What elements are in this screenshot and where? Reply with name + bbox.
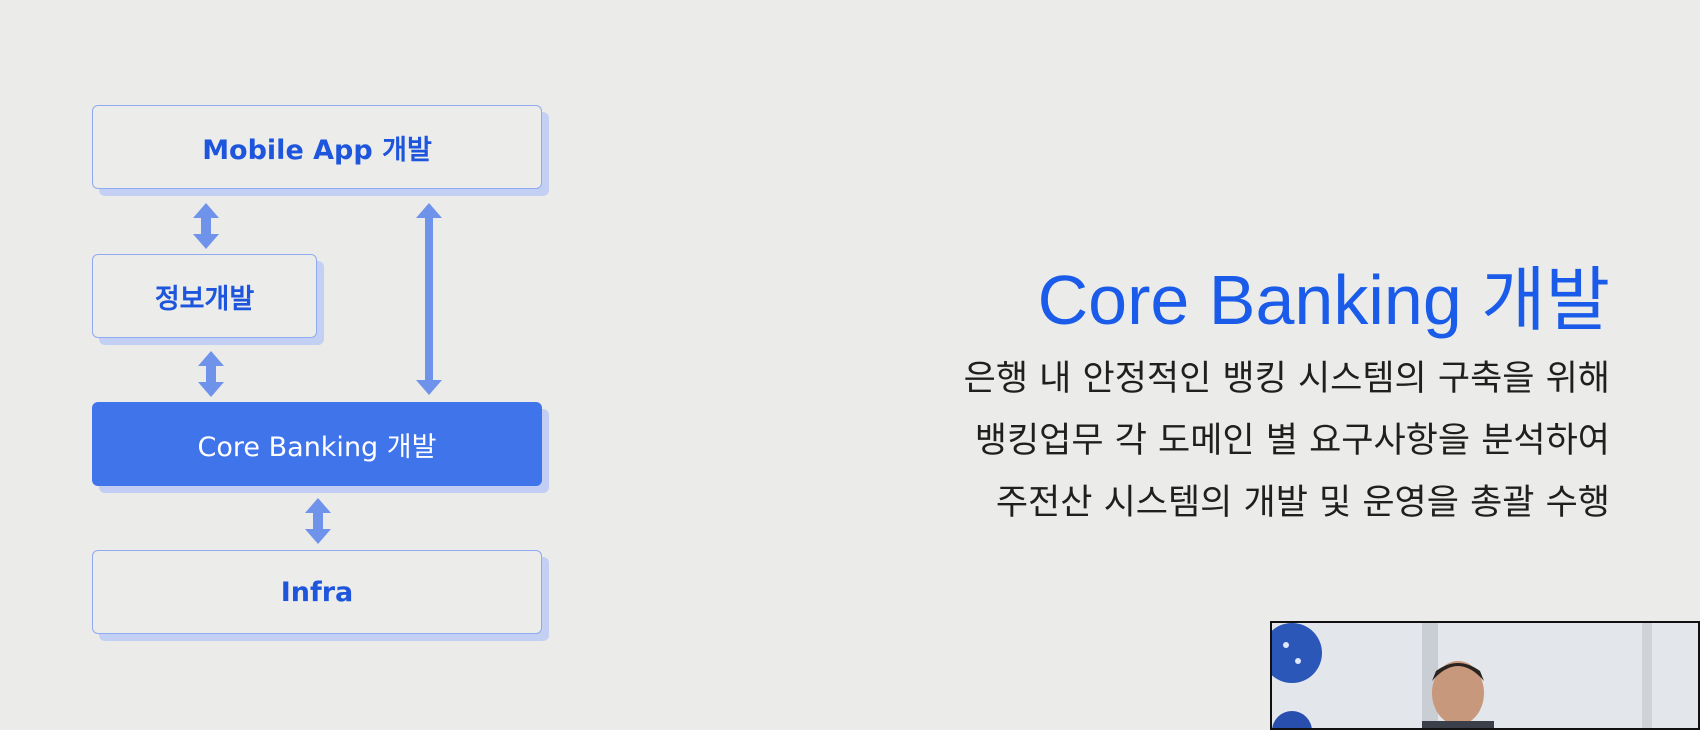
webcam-overlay xyxy=(1270,621,1700,730)
node-infra: Infra xyxy=(92,550,542,634)
double-arrow-mobile-info xyxy=(193,203,219,249)
section-description: 은행 내 안정적인 뱅킹 시스템의 구축을 위해 뱅킹업무 각 도메인 별 요구… xyxy=(964,348,1610,534)
node-mobile-app-label: Mobile App 개발 xyxy=(202,134,432,166)
description-line: 뱅킹업무 각 도메인 별 요구사항을 분석하여 xyxy=(974,421,1610,461)
description-line: 주전산 시스템의 개발 및 운영을 총괄 수행 xyxy=(995,483,1610,523)
double-arrow-core-infra xyxy=(305,498,331,544)
double-arrow-mobile-core xyxy=(416,203,442,395)
node-info-dev: 정보개발 xyxy=(92,254,317,338)
node-info-dev-label: 정보개발 xyxy=(154,283,255,315)
node-infra-label: Infra xyxy=(280,576,354,608)
section-title: Core Banking 개발 xyxy=(1037,261,1610,339)
double-arrow-info-core xyxy=(198,351,224,397)
node-mobile-app: Mobile App 개발 xyxy=(92,105,542,189)
node-core-banking: Core Banking 개발 xyxy=(92,402,542,486)
node-core-banking-label: Core Banking 개발 xyxy=(197,431,437,463)
webcam-feed-image xyxy=(1272,623,1698,728)
description-line: 은행 내 안정적인 뱅킹 시스템의 구축을 위해 xyxy=(963,359,1610,399)
